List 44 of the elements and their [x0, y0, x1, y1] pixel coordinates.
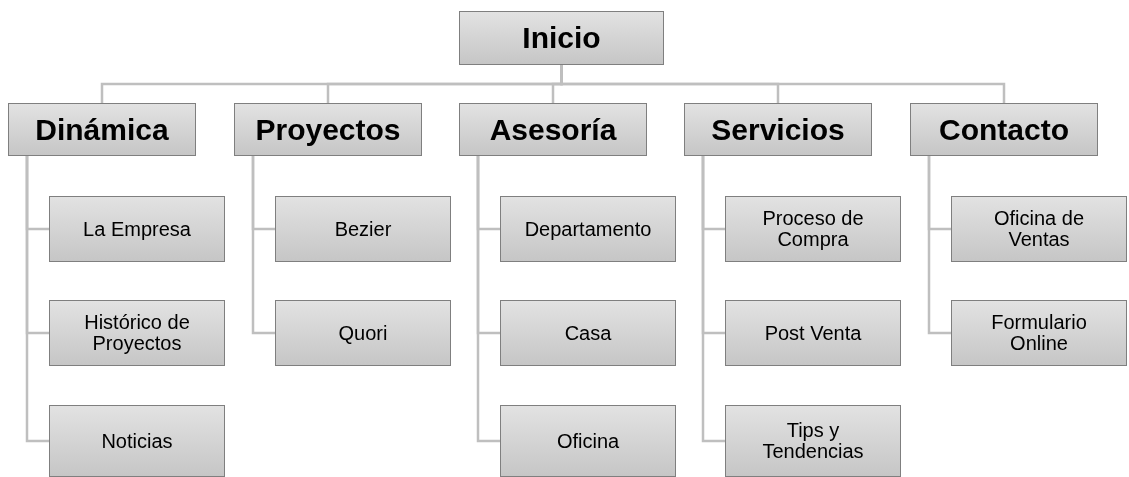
- page-box: [951, 300, 1127, 366]
- box-label: Tips y Tendencias: [761, 420, 865, 462]
- page-box: [275, 300, 451, 366]
- connector-line: [927, 156, 951, 335]
- box-label: Contacto: [939, 113, 1069, 146]
- page-box: [49, 196, 225, 262]
- page-box: [49, 300, 225, 366]
- box-label: Post Venta: [764, 322, 862, 344]
- box-label: Quori: [338, 322, 388, 344]
- box-label: Histórico de Proyectos: [83, 312, 191, 354]
- box-label: Bezier: [334, 218, 392, 240]
- box-label: Proceso de Compra: [761, 208, 865, 250]
- section-box: [910, 103, 1098, 156]
- box-label: Casa: [564, 322, 612, 344]
- connector-line: [560, 65, 1006, 103]
- box-label: Servicios: [711, 113, 845, 146]
- box-label: Formulario Online: [990, 312, 1088, 354]
- box-label: Asesoría: [489, 113, 617, 146]
- section-box: [234, 103, 422, 156]
- page-box: [725, 405, 901, 477]
- section-box: [459, 103, 647, 156]
- connector-line: [25, 156, 49, 443]
- connector-line: [476, 156, 500, 443]
- box-label: La Empresa: [83, 218, 191, 240]
- box-label: Departamento: [524, 218, 652, 240]
- page-box: [951, 196, 1127, 262]
- box-label: Inicio: [522, 22, 601, 54]
- box-label: Oficina de Ventas: [992, 208, 1086, 250]
- box-label: Dinámica: [35, 113, 169, 146]
- box-label: Oficina: [556, 430, 620, 452]
- connector-line: [251, 156, 275, 335]
- page-box: [725, 300, 901, 366]
- root-box: [459, 11, 664, 65]
- box-label: Proyectos: [255, 113, 401, 146]
- page-box: [49, 405, 225, 477]
- page-box: [500, 300, 676, 366]
- page-box: [500, 196, 676, 262]
- box-label: Noticias: [101, 430, 173, 452]
- section-box: [8, 103, 196, 156]
- page-box: [725, 196, 901, 262]
- connector-line: [701, 156, 725, 443]
- section-box: [684, 103, 872, 156]
- page-box: [500, 405, 676, 477]
- page-box: [275, 196, 451, 262]
